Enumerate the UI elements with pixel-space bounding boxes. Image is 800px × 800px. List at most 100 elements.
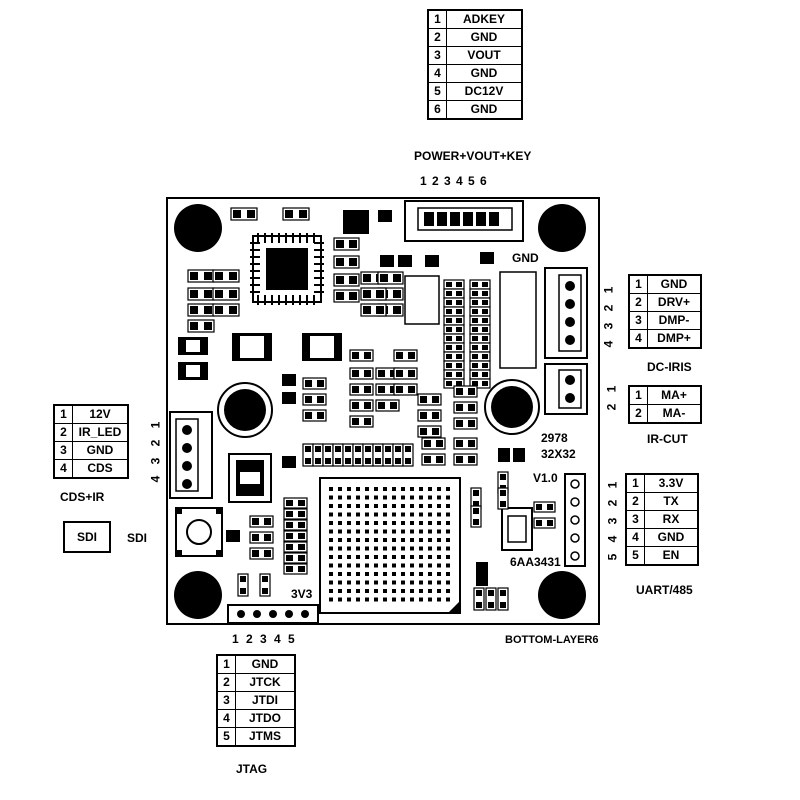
- power-connector-pin-numbers: 1 2 3 4 5 6: [420, 174, 488, 188]
- bga-ball: [365, 538, 369, 542]
- bga-ball: [419, 580, 423, 585]
- bga-ball: [338, 521, 342, 525]
- smd-component: [249, 515, 274, 528]
- bga-ball: [428, 555, 432, 559]
- smd-component: [393, 383, 418, 396]
- smd-component: [230, 207, 258, 221]
- bga-ball: [419, 538, 423, 542]
- bga-ball: [446, 580, 450, 585]
- smd-component: [443, 360, 465, 371]
- bga-ball: [383, 529, 387, 534]
- bga-ball: [437, 580, 441, 585]
- smd-component: [349, 349, 374, 362]
- bga-ball: [383, 521, 387, 525]
- pin-name: GND: [644, 528, 699, 547]
- bga-ball: [401, 504, 405, 508]
- smd-component: [469, 369, 491, 380]
- smd-capacitor: [178, 362, 208, 380]
- bga-ball: [401, 521, 405, 525]
- smd-component: [349, 383, 374, 396]
- bga-ball: [410, 495, 414, 500]
- smd-component: [283, 541, 308, 553]
- smd-component: [312, 443, 324, 467]
- pin-name: GND: [446, 100, 523, 120]
- smd-component: [187, 303, 215, 317]
- bga-ball: [338, 504, 342, 508]
- smd-diode: [282, 456, 296, 468]
- bga-ball: [401, 563, 405, 568]
- bga-ball: [401, 512, 405, 517]
- bga-ball: [392, 572, 396, 576]
- pin-name: DRV+: [647, 293, 702, 312]
- bga-ball: [329, 589, 333, 593]
- pin-number: 5: [216, 727, 236, 747]
- bga-ball: [401, 580, 405, 585]
- bga-ball: [392, 495, 396, 500]
- smd-component: [333, 289, 360, 303]
- bga-ball: [374, 580, 378, 585]
- pin-number: 2: [427, 28, 447, 47]
- sdi-box: SDI: [63, 521, 111, 553]
- bga-ball: [446, 487, 450, 491]
- bga-ball: [383, 589, 387, 593]
- bga-ball: [338, 546, 342, 551]
- smd-component: [375, 399, 400, 412]
- smd-component: [469, 351, 491, 362]
- bga-ball: [365, 512, 369, 517]
- smd-component: [372, 443, 384, 467]
- bga-ball: [356, 521, 360, 525]
- smd-component: [453, 437, 478, 450]
- smd-component: [349, 415, 374, 428]
- smd-component: [453, 385, 478, 398]
- bga-ball: [329, 597, 333, 602]
- bga-ball: [410, 572, 414, 576]
- bga-ball: [446, 521, 450, 525]
- bga-ball: [410, 563, 414, 568]
- bga-ball: [419, 521, 423, 525]
- smd-component: [283, 530, 308, 542]
- board-3v3-label: 3V3: [291, 587, 313, 601]
- bga-ball: [329, 521, 333, 525]
- bga-ball: [347, 538, 351, 542]
- bga-ball: [329, 495, 333, 500]
- pin-name: ADKEY: [446, 9, 523, 29]
- smd-component: [237, 573, 249, 597]
- bga-ball: [347, 597, 351, 602]
- bga-ball: [329, 555, 333, 559]
- bga-ball: [428, 521, 432, 525]
- smd-component: [302, 393, 327, 406]
- bga-ball: [374, 538, 378, 542]
- pin-name: 12V: [72, 404, 129, 424]
- bga-ball: [437, 597, 441, 602]
- pin-name: MA+: [647, 385, 702, 405]
- pin-name: TX: [644, 492, 699, 511]
- bga-ball: [347, 495, 351, 500]
- bga-ball: [338, 538, 342, 542]
- smd-component: [443, 369, 465, 380]
- bga-ball: [374, 597, 378, 602]
- bga-ball: [365, 597, 369, 602]
- bga-ball: [410, 589, 414, 593]
- bga-ball: [374, 487, 378, 491]
- bga-ball: [446, 589, 450, 593]
- power-connector-pins: [424, 212, 499, 226]
- smd-part: [343, 210, 369, 234]
- bga-ball: [383, 495, 387, 500]
- bga-ball: [428, 487, 432, 491]
- sensor-bga: [319, 477, 461, 614]
- smd-capacitor: [232, 333, 272, 361]
- smd-component: [473, 587, 485, 611]
- module-outline: [499, 271, 537, 369]
- bga-ball: [419, 572, 423, 576]
- cds-ir-pin-numbers: 4 3 2 1: [148, 417, 163, 483]
- board-size-label-2: 32X32: [541, 447, 576, 461]
